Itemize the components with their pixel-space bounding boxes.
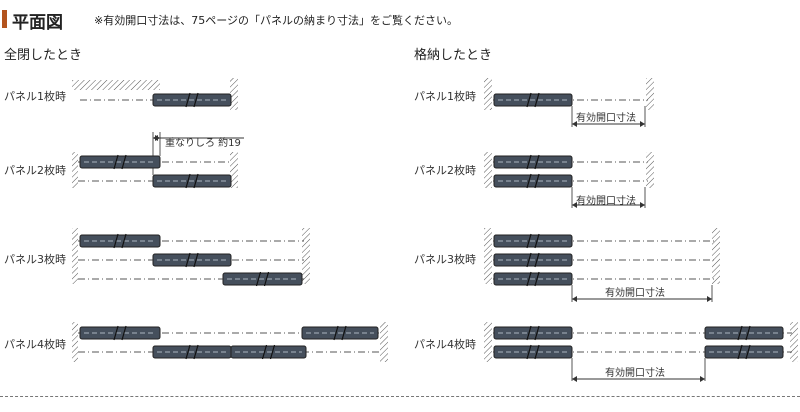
dimension-arrow <box>640 202 645 208</box>
wall-hatch <box>72 80 160 90</box>
wall-hatches <box>72 78 798 362</box>
stored-opening-label-3: 有効開口寸法 <box>605 286 665 299</box>
wall-hatch <box>72 152 78 188</box>
dimension-arrow <box>700 376 705 382</box>
closed-heading: 全閉したとき <box>4 48 83 63</box>
closed-row-label-1: パネル1枚時 <box>4 90 66 103</box>
dimension-arrow <box>707 296 712 302</box>
dimension-arrow <box>640 121 645 127</box>
panel-break-mark <box>526 154 540 170</box>
panel-break-mark <box>526 233 540 249</box>
wall-hatch <box>230 78 238 110</box>
stored-opening-label-2: 有効開口寸法 <box>576 194 636 207</box>
panel-break-mark <box>185 344 199 360</box>
panel-break-mark <box>526 325 540 341</box>
closed-row-label-3: パネル3枚時 <box>4 253 66 266</box>
stored-opening-label-4: 有効開口寸法 <box>605 366 665 379</box>
wall-hatch <box>484 322 492 362</box>
panel-break-mark <box>185 173 199 189</box>
panels <box>79 92 784 360</box>
wall-hatch <box>302 228 310 284</box>
panel-break-mark <box>113 154 127 170</box>
panel-break-mark <box>526 252 540 268</box>
dimension-arrow <box>155 135 160 141</box>
panel-break-mark <box>526 271 540 287</box>
stored-row-label-3: パネル3枚時 <box>414 253 476 266</box>
dimension-lines <box>153 121 712 382</box>
wall-hatch <box>712 228 720 284</box>
stored-heading: 格納したとき <box>414 48 493 63</box>
panel-break-mark <box>737 325 751 341</box>
dimension-arrow <box>572 202 577 208</box>
wall-hatch <box>646 78 654 110</box>
bottom-divider <box>0 396 800 397</box>
wall-hatch <box>72 322 78 362</box>
closed-row-label-4: パネル4枚時 <box>4 338 66 351</box>
panel-break-mark <box>185 252 199 268</box>
stored-row-label-1: パネル1枚時 <box>414 90 476 103</box>
panel-break-mark <box>255 271 270 287</box>
title-accent-bar <box>2 10 7 28</box>
panel-break-mark <box>526 344 540 360</box>
panel-break-mark <box>261 344 276 360</box>
panel-break-mark <box>526 92 540 108</box>
wall-hatch <box>380 322 388 362</box>
dimension-arrow <box>572 296 577 302</box>
stored-row-label-4: パネル4枚時 <box>414 338 476 351</box>
closed-row-label-2: パネル2枚時 <box>4 164 66 177</box>
page-title: 平面図 <box>12 13 63 33</box>
wall-hatch <box>646 152 654 188</box>
dimension-arrow <box>572 376 577 382</box>
wall-hatch <box>484 228 492 284</box>
wall-hatch <box>790 322 798 362</box>
stored-row-label-2: パネル2枚時 <box>414 164 476 177</box>
panel-break-mark <box>333 325 347 341</box>
panel-break-mark <box>185 92 199 108</box>
wall-hatch <box>230 152 238 188</box>
panel-break-mark <box>113 233 127 249</box>
panel-break-mark <box>113 325 127 341</box>
stored-opening-label-1: 有効開口寸法 <box>576 111 636 124</box>
panel-break-mark <box>526 173 540 189</box>
wall-hatch <box>72 228 78 284</box>
wall-hatch <box>484 78 492 110</box>
dimension-arrow <box>572 121 577 127</box>
overlap-dimension-label: 重なりしろ 約19 <box>165 136 241 149</box>
wall-hatch <box>484 152 492 188</box>
panel-break-mark <box>737 344 751 360</box>
reference-note: ※有効開口寸法は、75ページの「パネルの納まり寸法」をご覧ください。 <box>94 14 458 27</box>
